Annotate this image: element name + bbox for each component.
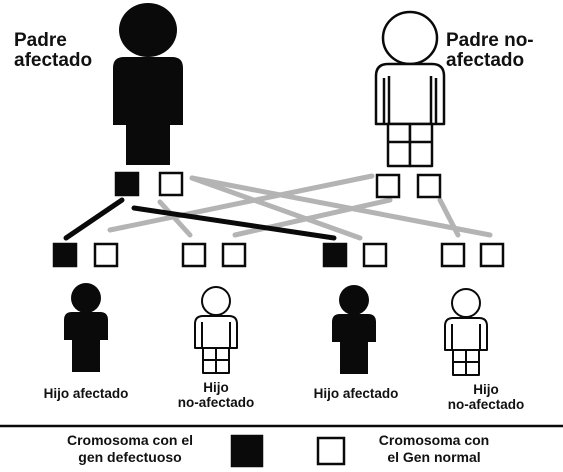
- head: [451, 288, 481, 318]
- unaffected-parent-chromosomes: [375, 173, 442, 199]
- body: [64, 312, 108, 372]
- normal-chromosome: [362, 242, 388, 268]
- unaffected-parent-label-line2: afectado: [446, 49, 525, 71]
- affected-child-figure: [64, 283, 108, 372]
- head: [201, 286, 231, 316]
- normal-inheritance-line: [189, 175, 363, 241]
- legend-defective-label: Cromosoma con el gen defectuoso: [40, 432, 220, 466]
- child-1-label-line1: Hijo afectado: [43, 386, 129, 401]
- defective-chromosome: [322, 242, 348, 268]
- legend-normal-label-line1: Cromosoma con: [378, 432, 490, 448]
- normal-chromosome: [375, 173, 401, 199]
- unaffected-parent-label-line1: Padre no-: [446, 30, 534, 51]
- head: [71, 283, 101, 313]
- body: [113, 57, 183, 165]
- unaffected-parent-label: Padre no- afectado: [446, 31, 534, 71]
- child-2-label-line1: Hijo: [203, 380, 229, 395]
- legend-normal-label-line2: el Gen normal: [387, 448, 481, 465]
- head: [381, 10, 439, 66]
- normal-inheritance-line: [107, 173, 375, 233]
- affected-parent-chromosomes: [114, 171, 184, 197]
- unaffected-child-figure: [444, 288, 488, 376]
- affected-parent-figure: [113, 3, 183, 165]
- normal-inheritance-line: [232, 197, 393, 238]
- child-2-chromosomes: [181, 242, 247, 268]
- normal-chromosome: [181, 242, 207, 268]
- affected-parent-label-line1: Padre: [14, 30, 67, 51]
- defective-chromosome: [52, 242, 78, 268]
- affected-parent-label: Padre afectado: [14, 31, 92, 71]
- child-4-label-line2: no-afectado: [447, 396, 525, 412]
- unaffected-child-figure: [194, 286, 238, 374]
- defective-inheritance-line: [63, 197, 125, 241]
- child-3-label-line1: Hijo afectado: [313, 386, 399, 401]
- normal-chromosome: [221, 242, 247, 268]
- legend-normal-label: Cromosoma con el Gen normal: [354, 432, 514, 466]
- normal-inheritance-line: [437, 197, 461, 238]
- child-1-label: Hijo afectado: [22, 386, 150, 402]
- head: [339, 285, 369, 315]
- defective-inheritance-line: [131, 205, 337, 241]
- torso: [444, 317, 488, 351]
- inheritance-lines: [63, 173, 493, 241]
- defective-chromosome: [114, 171, 140, 197]
- normal-chromosome: [416, 173, 442, 199]
- unaffected-parent-figure: [374, 10, 446, 168]
- head: [119, 3, 177, 57]
- child-4-label: Hijo no-afectado: [424, 382, 548, 413]
- legend-defective-label-line2: gen defectuoso: [78, 448, 182, 465]
- child-4-label-line1: Hijo: [473, 382, 499, 397]
- torso: [194, 315, 238, 349]
- legend-defective-swatch: [230, 434, 264, 468]
- child-4-chromosomes: [440, 242, 505, 268]
- child-2-label: Hijo no-afectado: [156, 380, 276, 411]
- torso: [374, 62, 446, 126]
- legend-defective-label-line1: Cromosoma con el: [66, 432, 194, 448]
- normal-chromosome: [440, 242, 466, 268]
- normal-chromosome: [479, 242, 505, 268]
- child-1-chromosomes: [52, 242, 119, 268]
- left-leg: [386, 122, 412, 168]
- normal-chromosome: [158, 171, 184, 197]
- child-2-label-line2: no-afectado: [177, 394, 255, 410]
- normal-inheritance-line: [189, 175, 493, 238]
- affected-parent-label-line2: afectado: [14, 49, 93, 71]
- child-3-label: Hijo afectado: [292, 386, 420, 402]
- legend-normal-swatch: [316, 436, 346, 466]
- right-leg: [408, 122, 434, 168]
- affected-child-figure: [332, 285, 376, 374]
- child-3-chromosomes: [322, 242, 388, 268]
- body: [332, 314, 376, 374]
- normal-chromosome: [93, 242, 119, 268]
